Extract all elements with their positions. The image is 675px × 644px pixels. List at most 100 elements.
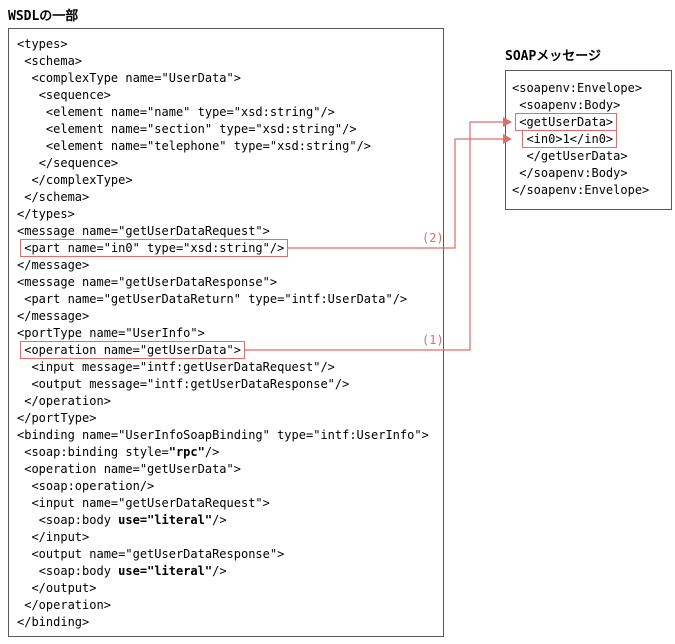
code-segment: <output message="intf:getUserDataRespons…: [31, 377, 350, 391]
code-segment: <complexType name="UserData">: [31, 71, 241, 85]
code-segment: />: [212, 564, 227, 578]
wsdl-code-line: </types>: [17, 206, 441, 223]
wsdl-code-line: <output message="intf:getUserDataRespons…: [17, 376, 441, 393]
wsdl-code-line: <binding name="UserInfoSoapBinding" type…: [17, 427, 441, 444]
code-segment: </output>: [31, 581, 97, 595]
code-segment: <element name="section" type="xsd:string…: [45, 122, 357, 136]
code-segment: <getUserData>: [519, 115, 614, 129]
code-segment-bold: use="literal": [118, 564, 213, 578]
wsdl-code-line: <types>: [17, 36, 441, 53]
highlight-box: <in0>1</in0>: [522, 130, 618, 148]
code-segment: </getUserData>: [526, 149, 628, 163]
wsdl-code-line: <element name="telephone" type="xsd:stri…: [17, 138, 441, 155]
highlight-box: <part name="in0" type="xsd:string"/>: [20, 239, 289, 257]
soap-message-label: SOAPメッセージ: [505, 49, 602, 64]
wsdl-code-line: <sequence>: [17, 87, 441, 104]
wsdl-code-line: </portType>: [17, 410, 441, 427]
code-segment: <operation name="getUserData">: [24, 462, 241, 476]
wsdl-code-line: </binding>: [17, 614, 441, 631]
code-segment: <types>: [17, 37, 68, 51]
code-segment: </operation>: [24, 598, 111, 612]
code-segment: <in0>1</in0>: [526, 132, 614, 146]
code-segment: <element name="name" type="xsd:string"/>: [45, 105, 335, 119]
soap-code-line: </soapenv:Body>: [512, 165, 669, 182]
wsdl-code-line: <soap:operation/>: [17, 478, 441, 495]
diagram-title: WSDLの一部: [8, 9, 79, 24]
wsdl-code-line: <element name="name" type="xsd:string"/>: [17, 104, 441, 121]
soap-code-line: </getUserData>: [512, 148, 669, 165]
wsdl-code-line: <schema>: [17, 53, 441, 70]
soap-message-box: <soapenv:Envelope> <soapenv:Body> <getUs…: [505, 70, 672, 210]
wsdl-code-line: </operation>: [17, 393, 441, 410]
wsdl-code-line: <output name="getUserDataResponse">: [17, 546, 441, 563]
code-segment: <soap:body: [38, 513, 119, 527]
code-segment: <soapenv:Body>: [519, 98, 621, 112]
wsdl-code-line: <input message="intf:getUserDataRequest"…: [17, 359, 441, 376]
wsdl-code-line: <soap:body use="literal"/>: [17, 563, 441, 580]
code-segment: </operation>: [24, 394, 111, 408]
code-segment: <portType name="UserInfo">: [17, 326, 205, 340]
wsdl-code-box: <types> <schema> <complexType name="User…: [8, 28, 444, 637]
soap-code-line: <getUserData>: [512, 113, 669, 131]
wsdl-code-line: <operation name="getUserData">: [17, 461, 441, 478]
code-segment: </message>: [17, 258, 90, 272]
soap-code: <soapenv:Envelope> <soapenv:Body> <getUs…: [512, 80, 669, 199]
soap-code-line: </soapenv:Envelope>: [512, 182, 669, 199]
code-segment: </soapenv:Body>: [519, 166, 628, 180]
wsdl-code-line: </complexType>: [17, 172, 441, 189]
code-segment-bold: "rpc": [168, 445, 205, 459]
wsdl-code-line: </sequence>: [17, 155, 441, 172]
highlight-box: <getUserData>: [515, 113, 618, 131]
soap-code-line: <soapenv:Body>: [512, 97, 669, 114]
code-segment: <part name="in0" type="xsd:string"/>: [24, 241, 285, 255]
code-segment: <part name="getUserDataReturn" type="int…: [24, 292, 408, 306]
soap-code-line: <soapenv:Envelope>: [512, 80, 669, 97]
wsdl-code-line: <message name="getUserDataRequest">: [17, 223, 441, 240]
code-segment: />: [204, 445, 220, 459]
code-segment: <sequence>: [38, 88, 111, 102]
highlight-box: <operation name="getUserData">: [20, 341, 245, 359]
code-segment: </schema>: [24, 190, 90, 204]
code-segment: <message name="getUserDataRequest">: [17, 224, 270, 238]
wsdl-code-line: </message>: [17, 257, 441, 274]
code-segment: </portType>: [17, 411, 97, 425]
wsdl-code-line: </operation>: [17, 597, 441, 614]
code-segment: <input name="getUserDataRequest">: [31, 496, 270, 510]
wsdl-code-line: <message name="getUserDataResponse">: [17, 274, 441, 291]
wsdl-code-line: <part name="getUserDataReturn" type="int…: [17, 291, 441, 308]
code-segment: <message name="getUserDataResponse">: [17, 275, 278, 289]
code-segment: <soap:body: [38, 564, 119, 578]
code-segment: <input message="intf:getUserDataRequest"…: [31, 360, 335, 374]
code-segment: <soapenv:Envelope>: [512, 81, 643, 95]
code-segment: <binding name="UserInfoSoapBinding" type…: [17, 428, 429, 442]
code-segment: />: [212, 513, 227, 527]
wsdl-code-line: <part name="in0" type="xsd:string"/>: [17, 239, 441, 257]
code-segment: </types>: [17, 207, 75, 221]
wsdl-code-line: </schema>: [17, 189, 441, 206]
code-segment: </complexType>: [31, 173, 133, 187]
wsdl-code-line: <element name="section" type="xsd:string…: [17, 121, 441, 138]
code-segment: <operation name="getUserData">: [24, 343, 241, 357]
code-segment: </input>: [31, 530, 90, 544]
code-segment: <output name="getUserDataResponse">: [31, 547, 285, 561]
code-segment-bold: use="literal": [118, 513, 213, 527]
wsdl-code-line: <portType name="UserInfo">: [17, 325, 441, 342]
code-segment: </soapenv:Envelope>: [512, 183, 650, 197]
soap-code-line: <in0>1</in0>: [512, 130, 669, 148]
code-segment: </binding>: [17, 615, 90, 629]
wsdl-code-line: <operation name="getUserData">: [17, 341, 441, 359]
code-segment: </sequence>: [38, 156, 119, 170]
code-segment: <soap:operation/>: [31, 479, 155, 493]
wsdl-code-line: <input name="getUserDataRequest">: [17, 495, 441, 512]
wsdl-code-line: <soap:body use="literal"/>: [17, 512, 441, 529]
arrow-label-2: (2): [422, 231, 444, 245]
wsdl-code-line: <soap:binding style="rpc"/>: [17, 444, 441, 461]
code-segment: <schema>: [24, 54, 83, 68]
wsdl-code-line: </output>: [17, 580, 441, 597]
code-segment: <soap:binding style=: [24, 445, 169, 459]
code-segment: </message>: [17, 309, 90, 323]
wsdl-code: <types> <schema> <complexType name="User…: [17, 36, 441, 631]
wsdl-code-line: <complexType name="UserData">: [17, 70, 441, 87]
wsdl-code-line: </message>: [17, 308, 441, 325]
